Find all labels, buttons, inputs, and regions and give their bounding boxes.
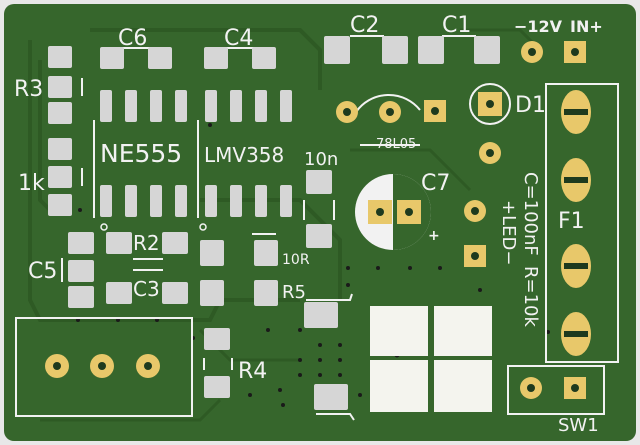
label-10r: 10R [282, 252, 310, 268]
c5-pad-b [68, 260, 94, 282]
label-sw1: SW1 [558, 415, 599, 436]
label-c5: C5 [28, 259, 57, 284]
c5-pad-a [68, 232, 94, 254]
label-r4: R4 [238, 359, 267, 384]
label-led: +LED− [498, 200, 519, 265]
label-c4: C4 [224, 26, 253, 51]
r10-pad-b [254, 240, 278, 266]
label-c-100nf: C=100nF [520, 172, 541, 256]
label-10n: 10n [304, 149, 338, 170]
copper-traces [28, 28, 542, 422]
label-r3: R3 [14, 77, 43, 102]
r3-pad-a [48, 76, 72, 98]
c3-pad-1 [106, 282, 132, 304]
label-1k: 1k [18, 171, 45, 196]
lmv358-ic [197, 90, 292, 231]
label-r5: R5 [282, 282, 306, 303]
label-c6: C6 [118, 26, 147, 51]
reg-outline [355, 93, 421, 113]
r2-pad-1 [106, 232, 132, 254]
label-minus12v: −12V [514, 17, 563, 36]
c10n-pad-2 [306, 224, 332, 248]
r5-pad-a [200, 280, 224, 306]
c4-pad-1 [204, 47, 228, 69]
r5-pad-b [254, 280, 278, 306]
label-lmv358: LMV358 [204, 143, 284, 167]
connector-pins [45, 354, 160, 378]
r1k-pad-b [48, 166, 72, 188]
c1-pad-1 [418, 36, 444, 64]
f1-pads [561, 90, 591, 356]
r2-pad-2 [162, 232, 188, 254]
ne555-ic [93, 90, 187, 231]
label-in-plus: IN+ [570, 17, 603, 36]
label-f1: F1 [558, 209, 585, 234]
label-c7: C7 [421, 171, 450, 196]
c10n-pad-1 [306, 170, 332, 194]
c1-pad-2 [474, 36, 500, 64]
r10-pad-a [200, 240, 224, 266]
r1k-pad-c [48, 194, 72, 216]
label-ne555: NE555 [100, 139, 182, 168]
svg-text:+: + [428, 228, 440, 244]
misc-pad [314, 384, 348, 410]
label-78l05: 78L05 [376, 137, 416, 152]
r1k-pad-a [48, 138, 72, 160]
c2-pad-2 [382, 36, 408, 64]
label-d1: D1 [515, 93, 546, 118]
c3-pad-2 [162, 282, 188, 304]
r4-pad-1 [204, 328, 230, 350]
r3-pad-b [48, 102, 72, 124]
r3-pad-top [48, 46, 72, 68]
label-c1: C1 [442, 13, 471, 38]
sw1-outline [507, 365, 605, 415]
label-c3: C3 [133, 277, 160, 301]
c5-pad-c [68, 286, 94, 308]
r5-pad-c [304, 302, 338, 328]
c2-pad-1 [324, 36, 350, 64]
label-c2: C2 [350, 13, 379, 38]
c4-pad-2 [252, 47, 276, 69]
f1-outline [545, 83, 619, 363]
label-r-10k: R=10k [520, 266, 541, 327]
label-r2: R2 [133, 231, 160, 255]
thermal-pad [370, 306, 492, 412]
c6-pad-1 [100, 47, 124, 69]
c6-pad-2 [148, 47, 172, 69]
r4-pad-2 [204, 376, 230, 398]
connector-outline [15, 317, 193, 417]
